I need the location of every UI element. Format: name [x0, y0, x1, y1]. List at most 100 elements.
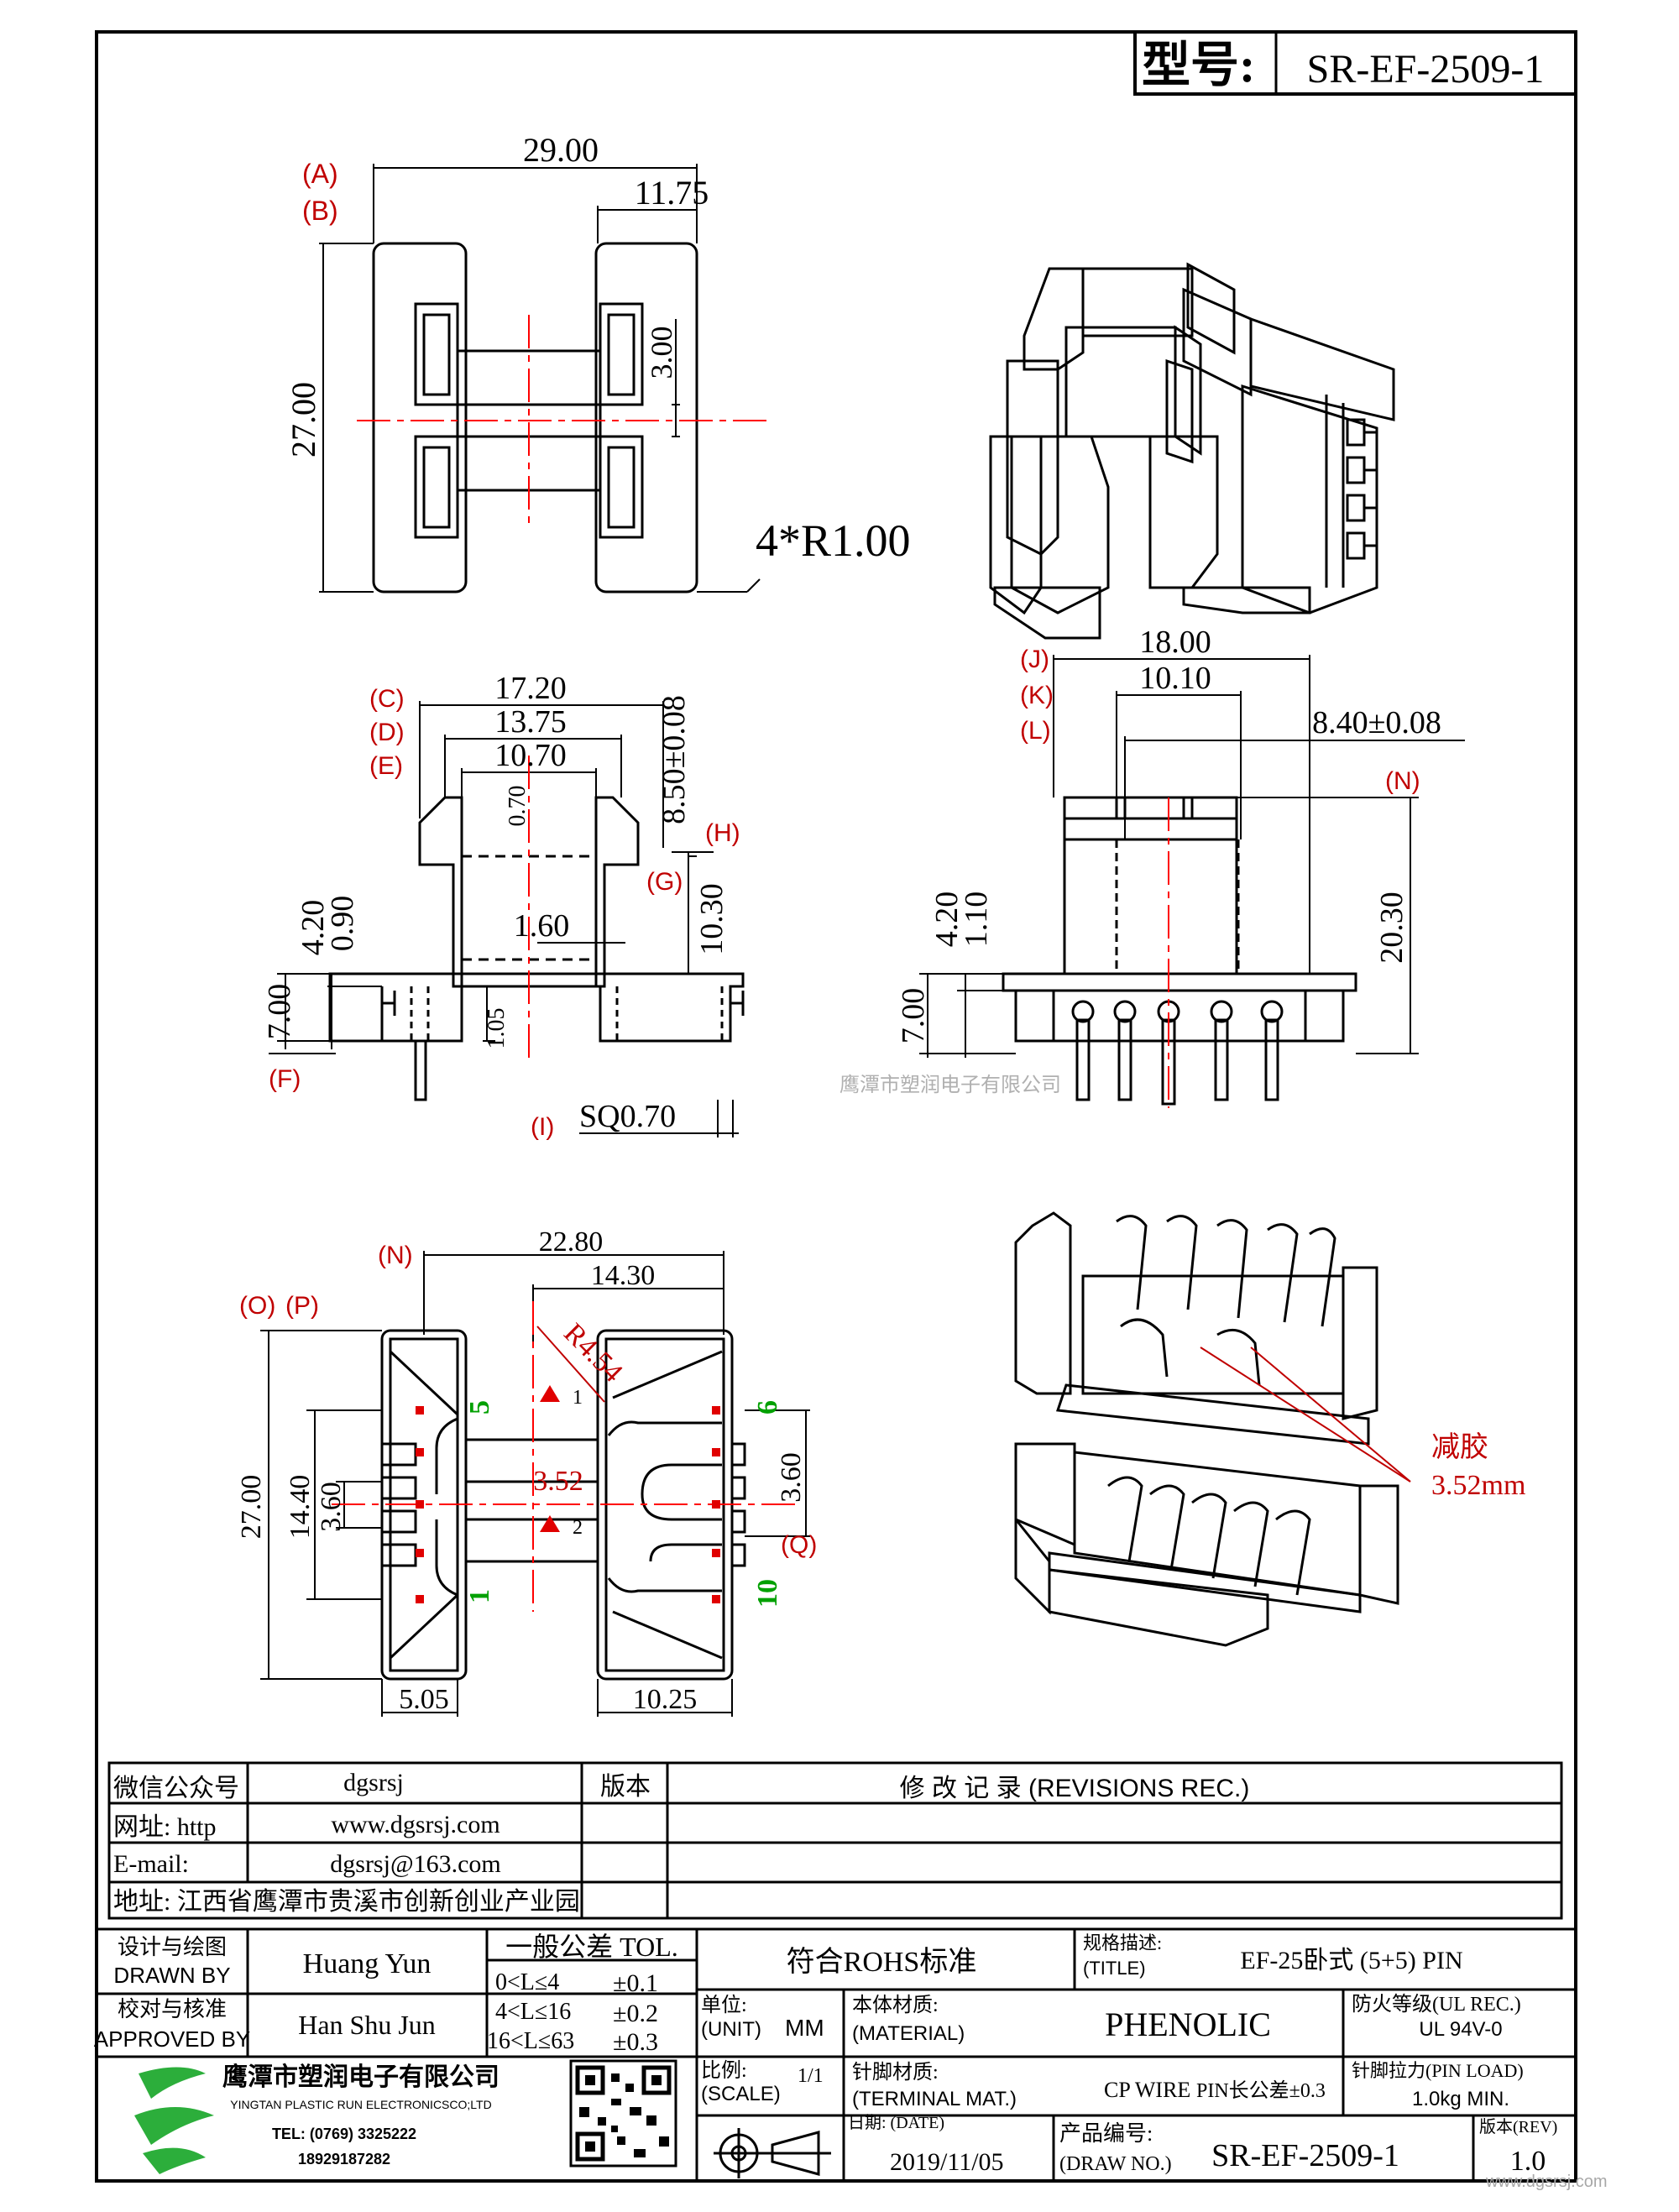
address-label: 地址: 江西省鹰潭市贵溪市创新创业产业园: [113, 1888, 580, 1916]
dim-j: 18.00: [1139, 625, 1211, 660]
fire-value: UL 94V-0: [1419, 2018, 1502, 2041]
dim-side-7-00: 7.00: [896, 988, 931, 1044]
label-h: (H): [705, 819, 740, 847]
rev-value: 1.0: [1510, 2146, 1546, 2177]
info-table-text: 微信公众号 dgsrsj 网址: http www.dgsrsj.com E-m…: [113, 1769, 1249, 1916]
isometric-view-top: [989, 262, 1395, 640]
dim-side-1-10: 1.10: [959, 892, 994, 948]
model-label: 型号:: [1142, 38, 1255, 92]
marker-1: 1: [573, 1387, 583, 1409]
scale-label-en: (SCALE): [701, 2083, 781, 2105]
material-label-cn: 本体材质:: [852, 1994, 939, 2016]
dim-n-side: 20.30: [1374, 892, 1410, 964]
unit-label-en: (UNIT): [701, 2018, 761, 2041]
dim-bottom-n: 22.80: [539, 1226, 604, 1258]
drawno-value: SR-EF-2509-1: [1211, 2138, 1399, 2173]
tol-header: 一般公差 TOL.: [505, 1932, 678, 1962]
top-view-dimensions: 29.00 11.75 27.00 3.00 4*R1.00 (A) (B): [285, 131, 911, 566]
revisions-header: 修 改 记 录 (REVISIONS REC.): [900, 1775, 1250, 1802]
iso-note: 减胶 3.52mm: [1431, 1431, 1525, 1501]
scale-value: 1/1: [798, 2065, 824, 2087]
wechat-value: dgsrsj: [343, 1769, 404, 1796]
terminal-value: CP WIRE: [1104, 2078, 1190, 2102]
dim-bottom-10-25: 10.25: [633, 1684, 698, 1715]
top-view-center-lines: [357, 315, 768, 529]
title-value: EF-25卧式 (5+5) PIN: [1240, 1947, 1462, 1974]
label-f: (F): [269, 1065, 301, 1093]
front-view-dimensions: 17.20 13.75 10.70 0.70 8.50±0.08 10.30 1…: [262, 671, 740, 1141]
dim-0-90: 0.90: [325, 896, 360, 952]
dim-1-05: 1.05: [484, 1008, 510, 1049]
tol-row1-val: ±0.1: [613, 1969, 658, 1997]
checker-label-cn: 校对与核准: [118, 1997, 227, 2021]
dim-top-half: 11.75: [635, 174, 709, 212]
iso-note-line2: 3.52mm: [1431, 1470, 1525, 1501]
footer-text: 设计与绘图 DRAWN BY Huang Yun 校对与核准 APPROVED …: [94, 1932, 1608, 2191]
pin-number-1: 1: [464, 1589, 495, 1603]
drawno-label-en: (DRAW NO.): [1059, 2153, 1172, 2175]
label-a: (A): [302, 159, 338, 189]
bottom-view-center-lines: [332, 1301, 802, 1612]
bottom-view-dimensions: 22.80 14.30 27.00 14.40 3.60 3.60 3.52 R…: [236, 1226, 817, 1715]
company-name-cn: 鹰潭市塑润电子有限公司: [222, 2063, 500, 2091]
dim-bottom-3-60-right: 3.60: [776, 1452, 807, 1503]
dim-bottom-27-00: 27.00: [236, 1475, 267, 1540]
label-l: (L): [1020, 717, 1051, 745]
material-label-en: (MATERIAL): [852, 2022, 965, 2045]
company-tel: TEL: (0769) 3325222: [272, 2126, 416, 2142]
version-header: 版本: [600, 1773, 651, 1801]
designer-label-en: DRAWN BY: [113, 1963, 230, 1988]
pin-tolerance: PIN长公差±0.3: [1196, 2079, 1326, 2102]
pin-number-5: 5: [464, 1400, 495, 1415]
rohs-label: 符合ROHS标准: [787, 1946, 977, 1978]
label-c: (C): [369, 685, 405, 713]
dim-bottom-3-52: 3.52: [533, 1466, 583, 1497]
dim-side-4-20: 4.20: [929, 892, 965, 948]
checker-label-en: APPROVED BY: [94, 2026, 250, 2052]
dim-bottom-3-60-left: 3.60: [316, 1482, 347, 1532]
dim-1-60: 1.60: [514, 908, 570, 944]
dim-4-20: 4.20: [296, 900, 331, 956]
pin-load-label: 针脚拉力(PIN LOAD): [1352, 2060, 1524, 2081]
company-logo: [134, 2067, 214, 2174]
terminal-label-en: (TERMINAL MAT.): [852, 2088, 1017, 2110]
label-i: (I): [531, 1113, 554, 1141]
watermark: 鹰潭市塑润电子有限公司: [840, 1074, 1061, 1096]
pin-note: SQ0.70: [579, 1099, 676, 1134]
email-label: E-mail:: [113, 1850, 189, 1878]
web-value: www.dgsrsj.com: [331, 1811, 500, 1838]
material-value: PHENOLIC: [1105, 2005, 1271, 2043]
email-value: dgsrsj@163.com: [330, 1850, 500, 1878]
site-watermark: www.dgsrsj.com: [1485, 2173, 1607, 2191]
label-g: (G): [646, 868, 683, 896]
tol-row2-range: 4<L≤16: [495, 1999, 571, 2025]
terminal-label-cn: 针脚材质:: [852, 2061, 939, 2084]
wechat-label: 微信公众号: [113, 1775, 239, 1802]
rev-label: 版本(REV): [1479, 2117, 1557, 2136]
side-view: [919, 655, 1465, 1106]
qr-code-icon: [569, 2059, 677, 2168]
tol-row2-val: ±0.2: [613, 2000, 658, 2027]
dim-top-width: 29.00: [523, 131, 599, 169]
dim-l: 8.40±0.08: [1312, 705, 1441, 740]
checker-name: Han Shu Jun: [298, 2010, 436, 2040]
side-view-dimensions: 18.00 10.10 8.40±0.08 20.30 4.20 1.10 7.…: [896, 625, 1441, 1043]
model-number: SR-EF-2509-1: [1307, 47, 1545, 92]
isometric-view-bottom: [1014, 1211, 1399, 1647]
label-b: (B): [302, 196, 338, 226]
info-table: [107, 1761, 1563, 1920]
dim-k: 10.10: [1139, 661, 1211, 696]
dim-g: 10.30: [694, 883, 730, 955]
label-d: (D): [369, 719, 405, 746]
tol-row3-range: 16<L≤63: [487, 2028, 574, 2054]
dim-bottom-14-30: 14.30: [591, 1260, 656, 1291]
designer-label-cn: 设计与绘图: [118, 1935, 227, 1959]
label-n-side: (N): [1385, 767, 1420, 795]
date-label: 日期: (DATE): [848, 2114, 944, 2132]
unit-value: MM: [785, 2015, 824, 2041]
company-name-en: YINGTAN PLASTIC RUN ELECTRONICSCO;LTD: [230, 2098, 491, 2111]
scale-label-cn: 比例:: [701, 2059, 747, 2082]
dim-e: 10.70: [494, 738, 567, 773]
tol-row1-range: 0<L≤4: [495, 1969, 559, 1995]
